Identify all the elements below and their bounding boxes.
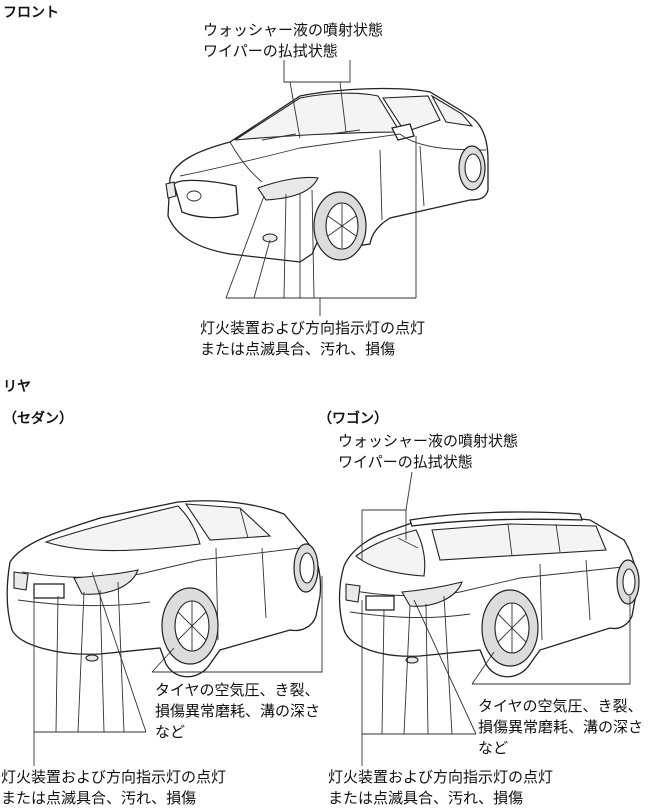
wagon-lamp-label-2: または点滅具合、汚れ、損傷 xyxy=(328,789,524,807)
sedan-exhaust xyxy=(85,654,99,662)
sedan-lamp-label-2: または点滅具合、汚れ、損傷 xyxy=(1,789,197,807)
front-car-side-window-rear xyxy=(430,94,474,127)
front-washer-leader-lines xyxy=(283,60,351,139)
wagon-rear-window xyxy=(355,529,426,577)
front-car-headlight-right xyxy=(257,176,319,201)
wagon-lamp-leader-lines xyxy=(361,595,477,766)
front-car-side-window-front xyxy=(382,95,441,133)
front-car-fog-lamp xyxy=(262,233,278,243)
front-car-illustration xyxy=(165,87,489,263)
wagon-tail-lamp-right xyxy=(401,581,463,607)
front-lamp-leader-lines xyxy=(225,136,417,316)
front-car-mirror xyxy=(391,123,415,141)
front-car-grille xyxy=(173,179,239,219)
sedan-license-plate xyxy=(33,583,65,599)
heading-sedan: （セダン） xyxy=(3,411,73,427)
front-washer-label: ウォッシャー液の噴射状態 xyxy=(203,21,384,39)
front-lamp-label-1: 灯火装置および方向指示灯の点灯 xyxy=(200,319,426,337)
wagon-license-plate xyxy=(365,595,395,611)
front-lamp-label-2: または点滅具合、汚れ、損傷 xyxy=(200,340,396,358)
heading-front: フロント xyxy=(3,5,59,21)
sedan-tire-label-1: タイヤの空気圧、き裂、 xyxy=(155,681,320,699)
wagon-wiper-label: ワイパーの払拭状態 xyxy=(338,453,473,471)
sedan-rear-illustration xyxy=(6,500,322,678)
sedan-rear-window xyxy=(44,505,201,552)
sedan-tire-label-3: など xyxy=(155,723,186,741)
sedan-lamp-leader-lines xyxy=(33,571,147,766)
sedan-tail-lamp-right xyxy=(73,569,139,595)
wagon-side-window xyxy=(431,523,607,561)
wagon-exhaust xyxy=(405,656,419,664)
wagon-washer-leader-lines xyxy=(361,471,413,560)
wagon-lamp-label-1: 灯火装置および方向指示灯の点灯 xyxy=(328,768,554,786)
front-wiper-label: ワイパーの払拭状態 xyxy=(203,42,338,60)
sedan-tire-label-2: 損傷異常磨耗、溝の深さ xyxy=(155,702,321,720)
wagon-roof-rail xyxy=(409,511,583,527)
wagon-tail-lamp-left xyxy=(345,583,361,603)
wagon-washer-label: ウォッシャー液の噴射状態 xyxy=(338,432,519,450)
wagon-tire-label-2: 損傷異常磨耗、溝の深さ xyxy=(478,718,644,736)
sedan-side-window xyxy=(184,503,272,541)
front-car-headlight-left xyxy=(165,181,177,199)
heading-wagon: （ワゴン） xyxy=(318,411,388,427)
heading-rear: リヤ xyxy=(3,379,31,395)
sedan-lamp-label-1: 灯火装置および方向指示灯の点灯 xyxy=(1,768,227,786)
wagon-tire-label-1: タイヤの空気圧、き裂、 xyxy=(478,697,643,715)
sedan-tail-lamp-left xyxy=(13,571,29,591)
wagon-rear-illustration xyxy=(338,511,640,678)
wagon-tire-label-3: など xyxy=(478,739,509,757)
wagon-tire-leader-lines xyxy=(471,596,631,685)
sedan-tire-leader-lines xyxy=(151,576,323,673)
